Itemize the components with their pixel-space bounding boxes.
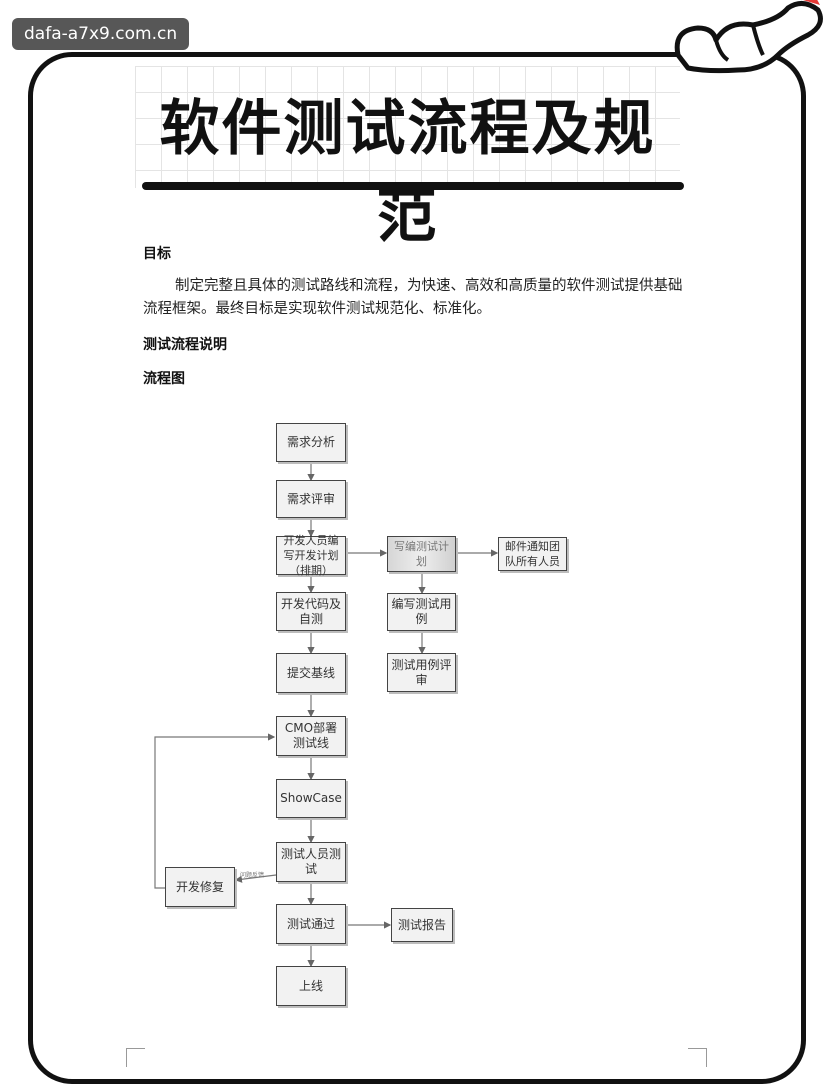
edge-16 — [154, 733, 276, 889]
node-submit: 提交基线 — [276, 653, 346, 693]
node-report: 测试报告 — [391, 908, 453, 942]
edge-label-feedback: 问题反馈 — [240, 872, 265, 879]
watermark: dafa-a7x9.com.cn — [12, 18, 190, 50]
node-deploy: CMO部署测试线 — [276, 716, 346, 756]
node-write-cases: 编写测试用例 — [387, 593, 456, 631]
node-pass: 测试通过 — [276, 904, 346, 944]
node-req-analysis: 需求分析 — [276, 423, 346, 462]
corner-mark-left — [126, 1048, 145, 1067]
node-dev-fix: 开发修复 — [165, 867, 235, 907]
node-case-review: 测试用例评审 — [387, 653, 456, 692]
node-notify: 邮件通知团队所有人员 — [498, 537, 567, 571]
node-dev-code: 开发代码及自测 — [276, 592, 346, 631]
edge-15 — [234, 874, 277, 883]
node-online: 上线 — [276, 966, 346, 1006]
cartoon-hand-icon — [674, 0, 823, 74]
node-req-review: 需求评审 — [276, 480, 346, 518]
flowchart-heading: 流程图 — [143, 371, 185, 387]
title-grid-background — [135, 66, 680, 188]
node-showcase: ShowCase — [276, 779, 346, 818]
title-underline — [142, 182, 684, 190]
node-dev-plan: 开发人员编写开发计划（排期） — [276, 534, 346, 577]
goal-heading: 目标 — [143, 246, 171, 262]
process-heading: 测试流程说明 — [143, 337, 227, 353]
page-title: 软件测试流程及规范 — [159, 94, 656, 251]
node-tester: 测试人员测试 — [276, 842, 346, 882]
goal-text: 制定完整且具体的测试路线和流程，为快速、高效和高质量的软件测试提供基础流程框架。… — [143, 278, 683, 317]
corner-mark-right — [688, 1048, 707, 1067]
node-test-plan: 写编测试计划 — [387, 536, 456, 572]
